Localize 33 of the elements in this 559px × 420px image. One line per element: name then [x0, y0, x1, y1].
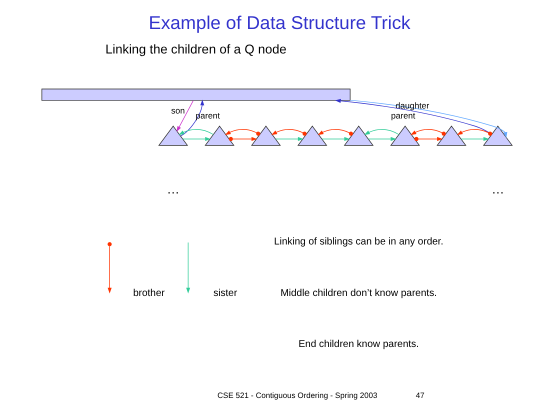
arrow	[350, 100, 508, 138]
arrow	[364, 129, 400, 135]
edge-label: parent	[390, 110, 416, 120]
node-bar	[42, 88, 350, 101]
label: End children know parents.	[298, 339, 419, 350]
arrow	[275, 137, 304, 141]
legend-label: sister	[213, 288, 238, 299]
label: CSE 521 - Contiguous Ordering - Spring 2003	[217, 390, 378, 400]
arrow	[322, 137, 350, 141]
label: Linking the children of a Q node	[105, 42, 287, 57]
label: …	[491, 182, 504, 197]
arrow	[178, 129, 214, 135]
label: Linking of siblings can be in any order.	[274, 236, 444, 248]
arrow	[414, 136, 443, 142]
arrow	[335, 98, 492, 135]
arrow	[456, 129, 492, 136]
edge-label: daughter	[396, 100, 430, 110]
diagram-title: Example of Data Structure Trick	[148, 12, 410, 33]
arrow	[224, 129, 260, 136]
edge-label: son	[171, 105, 185, 116]
arrow	[410, 129, 446, 136]
arrow	[318, 129, 354, 136]
label: …	[166, 182, 180, 197]
arrow	[368, 137, 396, 141]
arrow	[182, 137, 211, 141]
arrow	[180, 100, 204, 136]
label: 47	[416, 390, 424, 400]
arrow	[271, 129, 307, 136]
legend-label: brother	[133, 288, 165, 299]
arrow	[228, 136, 258, 142]
arrow	[176, 100, 194, 132]
arrow	[460, 137, 490, 141]
label: Middle children don’t know parents.	[280, 288, 437, 299]
